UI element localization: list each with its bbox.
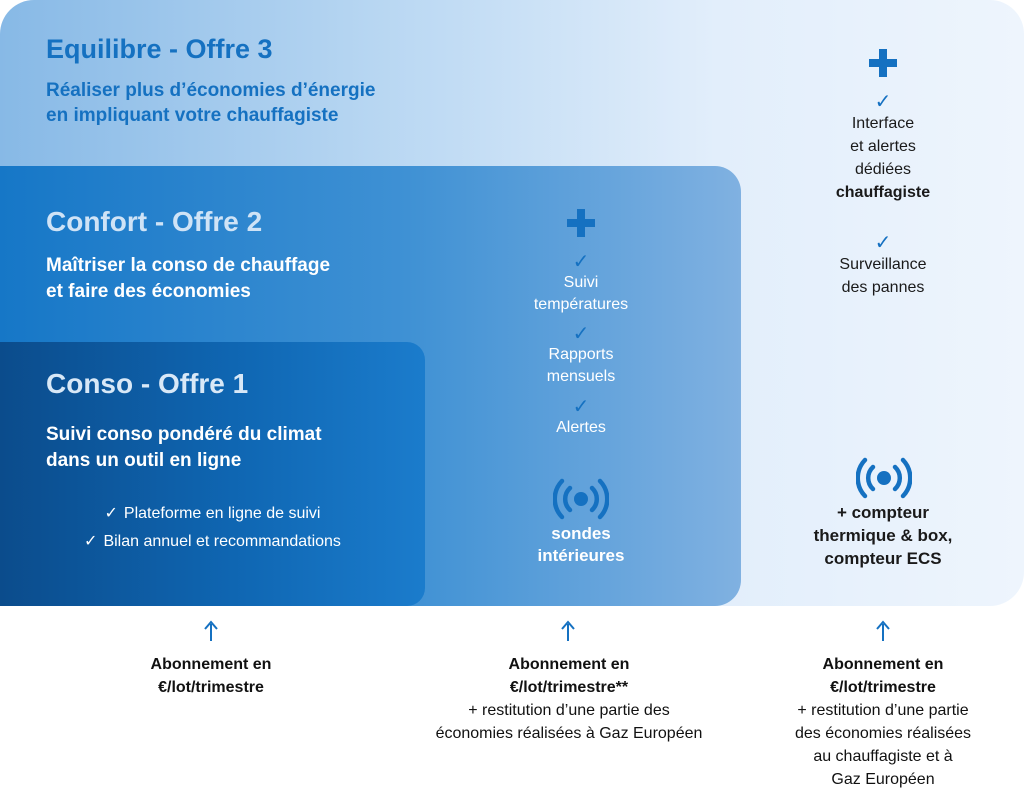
offre2-feature-line: mensuels — [546, 368, 616, 385]
offre2-feature-line: Suivi — [563, 274, 599, 291]
arrow-up-icon — [561, 620, 575, 641]
pricing-note-line: + restitution d’une partie — [797, 702, 969, 719]
offre2-feature-item: ✓ Rapports mensuels — [496, 324, 666, 388]
pricing-line: €/lot/trimestre** — [509, 679, 629, 696]
offre2-subtitle-line1: Maîtriser la conso de chauffage — [46, 255, 331, 276]
offre1-pricing: Abonnement en €/lot/trimestre — [111, 653, 311, 699]
signal-broadcast-icon — [856, 457, 912, 499]
offre2-feature-line: Alertes — [556, 419, 606, 436]
offre1-panel — [0, 342, 425, 606]
offre3-device-label: + compteur thermique & box, compteur ECS — [770, 501, 996, 570]
offre3-feature-line: chauffagiste — [835, 184, 931, 201]
offre3-feature-line: Interface — [851, 115, 915, 132]
offre3-feature-line: dédiées — [854, 161, 912, 178]
offre2-device-line: sondes — [551, 524, 611, 543]
offre3-subtitle-line1: Réaliser plus d’économies d’énergie — [46, 80, 376, 101]
offre1-subtitle-line1: Suivi conso pondéré du climat — [46, 424, 322, 445]
offre3-feature-line: et alertes — [850, 138, 916, 155]
pricing-note-line: économies réalisées à Gaz Européen — [435, 725, 703, 742]
offre2-feature-item: ✓ Alertes — [496, 397, 666, 439]
offre1-subtitle: Suivi conso pondéré du climat dans un ou… — [46, 422, 416, 474]
offre3-feature-item: ✓ Surveillance des pannes — [790, 233, 976, 299]
plus-icon — [869, 49, 897, 77]
offre1-subtitle-line2: dans un outil en ligne — [46, 450, 242, 471]
pricing-note-line: + restitution d’une partie des — [468, 702, 670, 719]
offre3-feature-line: Surveillance — [839, 256, 927, 273]
offre3-device-line: + compteur — [836, 503, 930, 522]
offre1-feature-item: ✓ Plateforme en ligne de suivi — [0, 500, 425, 528]
offre2-pricing: Abonnement en €/lot/trimestre** + restit… — [393, 653, 745, 745]
offre2-subtitle-line2: et faire des économies — [46, 281, 251, 302]
pricing-note-line: Gaz Européen — [831, 771, 935, 788]
offre3-feature-line: des pannes — [841, 279, 925, 296]
offre3-subtitle: Réaliser plus d’économies d’énergie en i… — [46, 78, 486, 128]
check-icon: ✓ — [104, 505, 118, 522]
check-icon: ✓ — [572, 323, 590, 345]
offre2-device-line: intérieures — [537, 546, 625, 565]
offre3-pricing: Abonnement en €/lot/trimestre + restitut… — [760, 653, 1006, 791]
offre2-feature-line: températures — [533, 296, 629, 313]
offre3-feature-item: ✓ Interface et alertes dédiées chauffagi… — [790, 92, 976, 204]
pricing-line: €/lot/trimestre — [158, 679, 264, 696]
offre2-subtitle: Maîtriser la conso de chauffage et faire… — [46, 253, 426, 305]
pricing-line: Abonnement en — [822, 656, 944, 673]
offre1-feature-label: Bilan annuel et recommandations — [103, 533, 341, 550]
signal-broadcast-icon — [553, 478, 609, 520]
pricing-line: Abonnement en — [150, 656, 272, 673]
arrow-up-icon — [204, 620, 218, 641]
offre3-device-line: thermique & box, — [813, 526, 953, 545]
offre3-subtitle-line2: en impliquant votre chauffagiste — [46, 105, 339, 126]
offre3-device-line: compteur ECS — [824, 549, 942, 568]
offre2-feature-item: ✓ Suivi températures — [496, 252, 666, 316]
check-icon: ✓ — [84, 533, 98, 550]
check-icon: ✓ — [874, 232, 892, 254]
pricing-line: Abonnement en — [508, 656, 630, 673]
pricing-note-line: des économies réalisées — [794, 725, 972, 742]
offre1-feature-label: Plateforme en ligne de suivi — [123, 505, 321, 522]
offre1-feature-item: ✓ Bilan annuel et recommandations — [0, 528, 425, 556]
pricing-line: €/lot/trimestre — [830, 679, 936, 696]
offre2-feature-line: Rapports — [548, 346, 614, 363]
offre2-device-label: sondes intérieures — [496, 523, 666, 567]
check-icon: ✓ — [572, 251, 590, 273]
pricing-note-line: au chauffagiste et à — [813, 748, 953, 765]
plus-icon — [567, 209, 595, 237]
offre1-title: Conso - Offre 1 — [46, 368, 249, 399]
check-icon: ✓ — [874, 91, 892, 113]
check-icon: ✓ — [572, 396, 590, 418]
arrow-up-icon — [876, 620, 890, 641]
offre2-title: Confort - Offre 2 — [46, 206, 263, 237]
offre3-title: Equilibre - Offre 3 — [46, 34, 273, 64]
offre1-feature-list: ✓ Plateforme en ligne de suivi ✓ Bilan ann… — [0, 500, 425, 556]
